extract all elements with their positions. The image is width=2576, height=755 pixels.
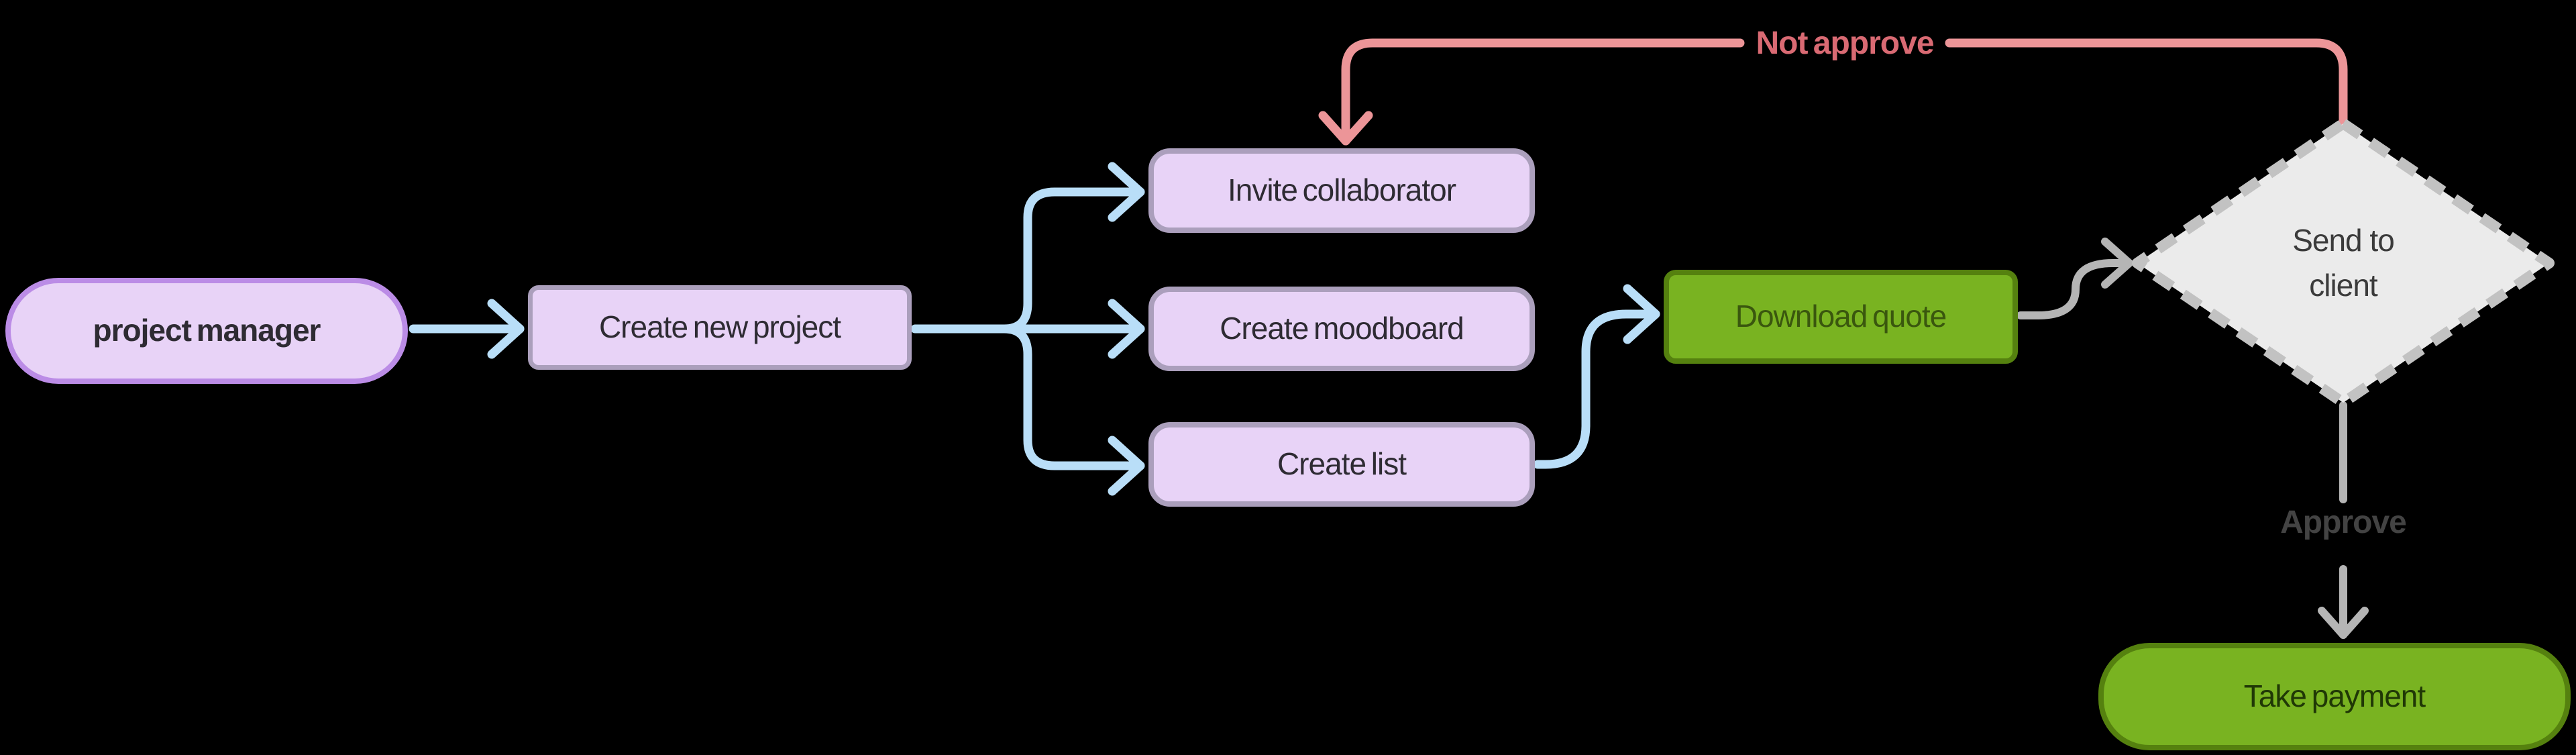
node-create-moodboard-label: Create moodboard (1220, 311, 1464, 346)
node-download-quote[interactable]: Download quote (1664, 270, 2018, 364)
node-project-manager[interactable]: project manager (5, 278, 408, 384)
edge-create-list-to-download-quote (1533, 284, 1660, 469)
node-project-manager-label: project manager (93, 313, 321, 348)
edge-not-approve-left-segment (1318, 38, 1745, 146)
node-invite-collaborator[interactable]: Invite collaborator (1148, 148, 1535, 233)
edge-label-not-approve: Not approve (1756, 25, 1934, 61)
node-create-list[interactable]: Create list (1148, 422, 1535, 507)
edge-not-approve-right-segment (1945, 38, 2348, 127)
node-take-payment-label: Take payment (2243, 678, 2426, 714)
node-invite-collaborator-label: Invite collaborator (1227, 172, 1456, 208)
node-send-to-client-diamond[interactable] (2132, 118, 2555, 408)
node-create-list-label: Create list (1277, 446, 1407, 482)
node-download-quote-label: Download quote (1735, 299, 1947, 334)
edge-label-approve: Approve (2280, 504, 2407, 540)
node-create-moodboard[interactable]: Create moodboard (1148, 287, 1535, 371)
edge-to-create-list (1000, 324, 1145, 496)
node-create-new-project[interactable]: Create new project (528, 285, 912, 370)
edge-download-quote-to-send-to-client (2017, 238, 2133, 319)
edge-to-invite-collaborator (1000, 162, 1145, 334)
node-take-payment[interactable]: Take payment (2098, 643, 2571, 750)
node-create-new-project-label: Create new project (598, 309, 841, 345)
